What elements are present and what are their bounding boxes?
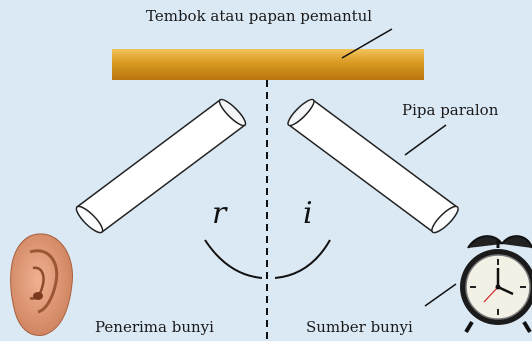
ear-icon [10,233,73,336]
reflection-angle-label: r [212,196,227,231]
left-pipe [75,98,247,234]
wall-label: Tembok atau papan pemantul [146,7,373,25]
right-pipe [287,98,459,234]
incidence-angle-arc [274,239,331,279]
source-leader-line [424,283,457,307]
alarm-clock-icon [460,235,532,334]
pipe-leader-line [404,124,447,156]
source-label: Sumber bunyi [306,318,413,336]
incidence-angle-label: i [303,196,313,231]
reflection-angle-arc [204,239,263,279]
pipe-label: Pipa paralon [402,101,499,119]
reflector-wall [112,49,424,80]
receiver-label: Penerima bunyi [95,318,214,336]
wall-leader-line [341,28,393,59]
